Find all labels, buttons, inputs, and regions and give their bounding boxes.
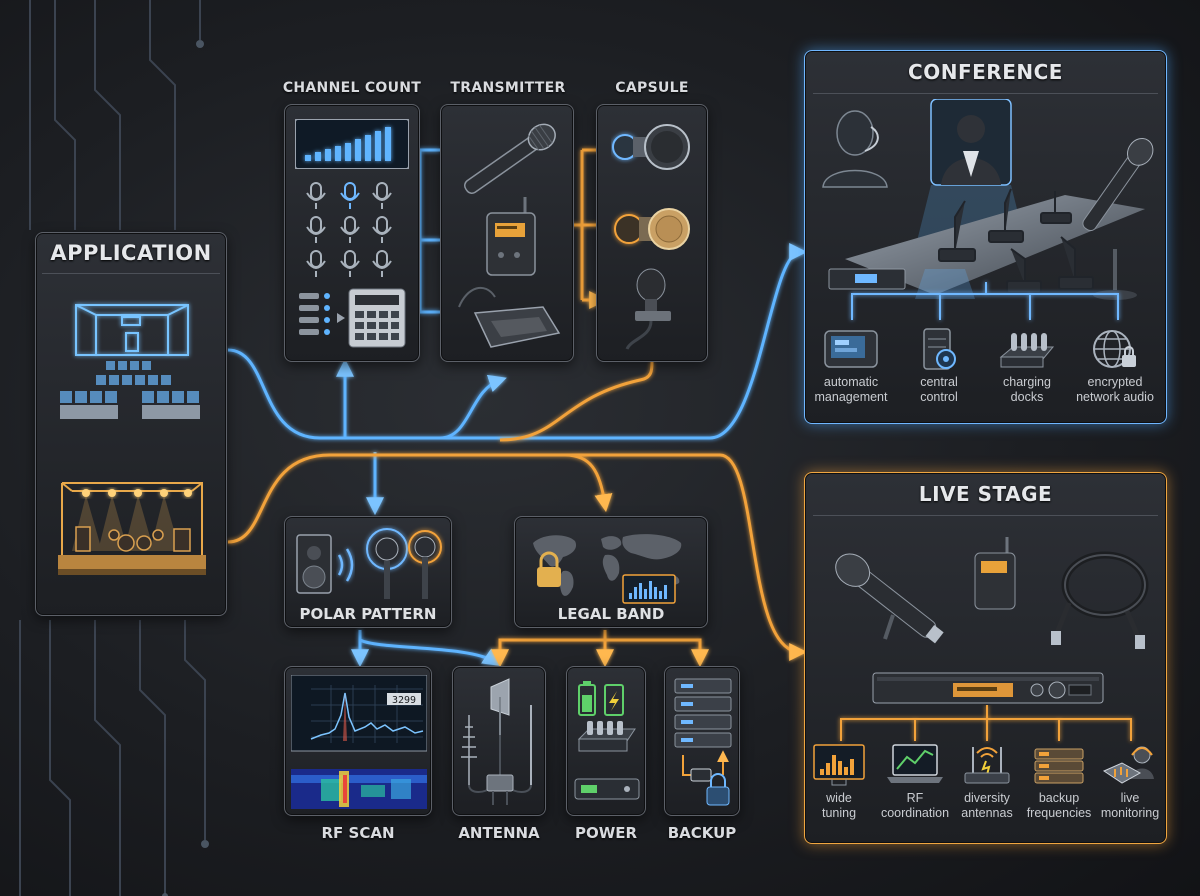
rf-spectrum-icon: 3299	[291, 675, 427, 809]
live-stage-branch-lines	[840, 705, 1132, 741]
application-panel: APPLICATION	[35, 232, 227, 616]
rf-scan-panel[interactable]: 3299	[284, 666, 432, 816]
transmitter-panel[interactable]	[440, 104, 574, 362]
blue-bus	[227, 148, 808, 668]
lavalier-microphone-icon	[625, 268, 671, 350]
handheld-transmitter-icon	[463, 123, 556, 194]
live-stage-feature-4[interactable]: live monitoring	[1087, 743, 1173, 821]
application-title: APPLICATION	[50, 241, 212, 265]
live-stage-feature-1[interactable]: RF coordination	[869, 743, 961, 821]
channel-count-label: CHANNEL COUNT	[282, 80, 422, 96]
circuit-traces	[19, 0, 206, 896]
conference-branch-lines	[851, 282, 1119, 320]
channel-count-panel[interactable]	[284, 104, 420, 362]
conference-feature-3[interactable]: encrypted network audio	[1067, 327, 1163, 405]
conference-title: CONFERENCE	[908, 60, 1063, 84]
boundary-microphone-icon	[458, 286, 561, 348]
antenna-label: ANTENNA	[458, 824, 540, 842]
touchscreen-controller-icon	[824, 330, 878, 368]
conference-feature-2[interactable]: charging docks	[979, 327, 1075, 405]
conference-feature-1[interactable]: central control	[891, 327, 987, 405]
conference-scene-icon	[822, 99, 1154, 300]
live-stage-title: LIVE STAGE	[918, 482, 1053, 506]
laptop-graph-icon	[887, 744, 943, 783]
antenna-router-icon	[964, 747, 1010, 784]
backup-label: BACKUP	[667, 824, 737, 842]
battery-charger-icon	[574, 681, 640, 800]
speaker-microphone-icon	[296, 528, 442, 599]
live-stage-gear-icon	[835, 537, 1149, 704]
bodypack-transmitter-icon	[486, 197, 536, 276]
globe-lock-icon	[1093, 330, 1136, 368]
rf-scan-label: RF SCAN	[321, 824, 395, 842]
transmitter-label: TRANSMITTER	[450, 80, 566, 96]
antenna-splitter-icon	[461, 678, 532, 805]
mixing-console-icon	[1102, 746, 1154, 784]
capsule-dynamic-icon	[612, 124, 690, 170]
power-panel[interactable]	[566, 666, 646, 816]
rf-scan-readout: 3299	[392, 695, 416, 706]
channel-meter-icon	[295, 119, 409, 169]
charging-dock-icon	[999, 333, 1055, 368]
capsule-panel[interactable]	[596, 104, 708, 362]
polar-pattern-panel[interactable]: POLAR PATTERN	[284, 516, 452, 628]
live-stage-feature-3[interactable]: backup frequencies	[1011, 743, 1107, 821]
live-stage-feature-0[interactable]: wide tuning	[795, 743, 883, 821]
calculator-icon	[299, 288, 406, 348]
conference-room-icon[interactable]	[56, 295, 208, 425]
conference-panel: CONFERENCE	[804, 50, 1167, 424]
capsule-condenser-icon	[614, 208, 690, 250]
orange-bus	[227, 148, 808, 668]
circuit-nodes	[162, 40, 209, 896]
backup-panel[interactable]	[664, 666, 740, 816]
rack-units-icon	[1034, 748, 1084, 784]
antenna-panel[interactable]	[452, 666, 546, 816]
backup-rack-icon	[674, 678, 732, 806]
world-map-icon	[533, 534, 682, 604]
server-gear-icon	[923, 328, 956, 370]
polar-pattern-label: POLAR PATTERN	[299, 605, 437, 623]
conference-feature-0[interactable]: automatic management	[803, 327, 899, 405]
concert-stage-icon[interactable]	[54, 477, 210, 579]
power-label: POWER	[574, 824, 638, 842]
microphone-grid-icon	[306, 182, 392, 278]
legal-band-panel[interactable]: LEGAL BAND	[514, 516, 708, 628]
capsule-label: CAPSULE	[615, 80, 689, 96]
spectrum-monitor-icon	[813, 744, 865, 786]
live-stage-feature-2[interactable]: diversity antennas	[941, 743, 1033, 821]
live-stage-panel: LIVE STAGE wide tuning	[804, 472, 1167, 844]
legal-band-label: LEGAL BAND	[557, 605, 665, 623]
